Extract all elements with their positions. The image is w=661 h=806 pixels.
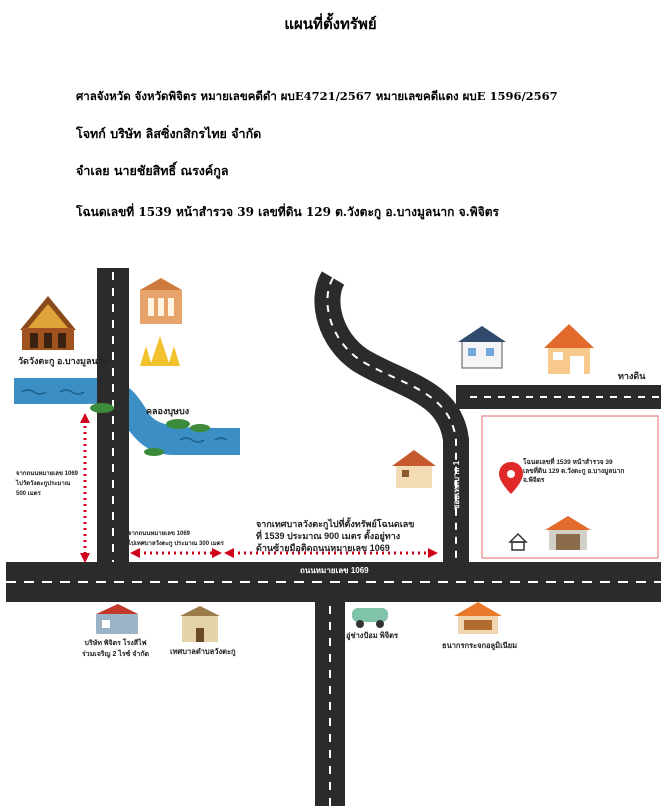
car-icon (352, 608, 388, 628)
shop-icon (454, 602, 502, 634)
dirt-road-label: ทางดิน (618, 371, 646, 381)
dist-300-label: จากถนนหมายเลข 1069 ไปเทศบาลวังตะกู ประมา… (128, 531, 224, 547)
house-icon (458, 326, 506, 369)
garage-label: อู่ช่างป้อม พิจิตร (346, 631, 398, 640)
temple-label: วัดวังตะกู อ.บางมูลนาก (18, 356, 109, 366)
temple-icon (20, 296, 76, 350)
defendant-line: จำเลย นายชัยสิทธิ์ ณรงค์กูล (76, 163, 229, 178)
pagoda-icon (140, 336, 180, 366)
cottage-icon (392, 450, 436, 488)
main-note: จากเทศบาลวังตะกูไปที่ตั้งทรัพย์โฉนดเลข ท… (256, 519, 415, 553)
canal-label: คลองบุษบง (146, 406, 190, 416)
road-1069-label: ถนนหมายเลข 1069 (300, 566, 369, 575)
factory-icon (96, 604, 138, 634)
municipal-icon (180, 606, 220, 642)
location-pin-icon (499, 462, 523, 494)
house-orange-icon (544, 324, 594, 374)
page-title: แผนที่ตั้งทรัพย์ (284, 15, 377, 33)
company-label: บริษัท พิจิตร โรงสีไฟ ร่วมเจริญ 2 ไรซ์ จ… (82, 640, 150, 658)
plaintiff-line: โจทก์ บริษัท ลิสซิ่งกสิกรไทย จำกัด (76, 126, 262, 141)
dist-1069-label: จากถนนหมายเลข 1069 ไปวัดวังตะกูประมาณ 50… (16, 471, 78, 497)
lotus-icon (90, 403, 210, 456)
case-line: ศาลจังหวัด จังหวัดพิจิตร หมายเลขคดีดำ ผบ… (76, 89, 558, 103)
aluminum-label: ธนากรกระจกอลูมิเนียม (442, 641, 518, 650)
property-boundary (481, 415, 659, 559)
palace-icon (140, 278, 182, 324)
road-3144-label: ทางหลวงชนบท 3144 (307, 616, 316, 690)
municipal-label: เทศบาลตำบลวังตะกู (170, 647, 236, 656)
home-outline-icon (508, 532, 528, 551)
warehouse-icon (545, 516, 591, 550)
deed-line: โฉนดเลขที่ 1539 หน้าสำรวจ 39 เลขที่ดิน 1… (76, 205, 499, 219)
property-label: โฉนดเลขที่ 1539 หน้าสำรวจ 39 เลขที่ดิน 1… (523, 459, 625, 484)
soi-label: ซอยเทศบาล 1 (452, 460, 461, 510)
